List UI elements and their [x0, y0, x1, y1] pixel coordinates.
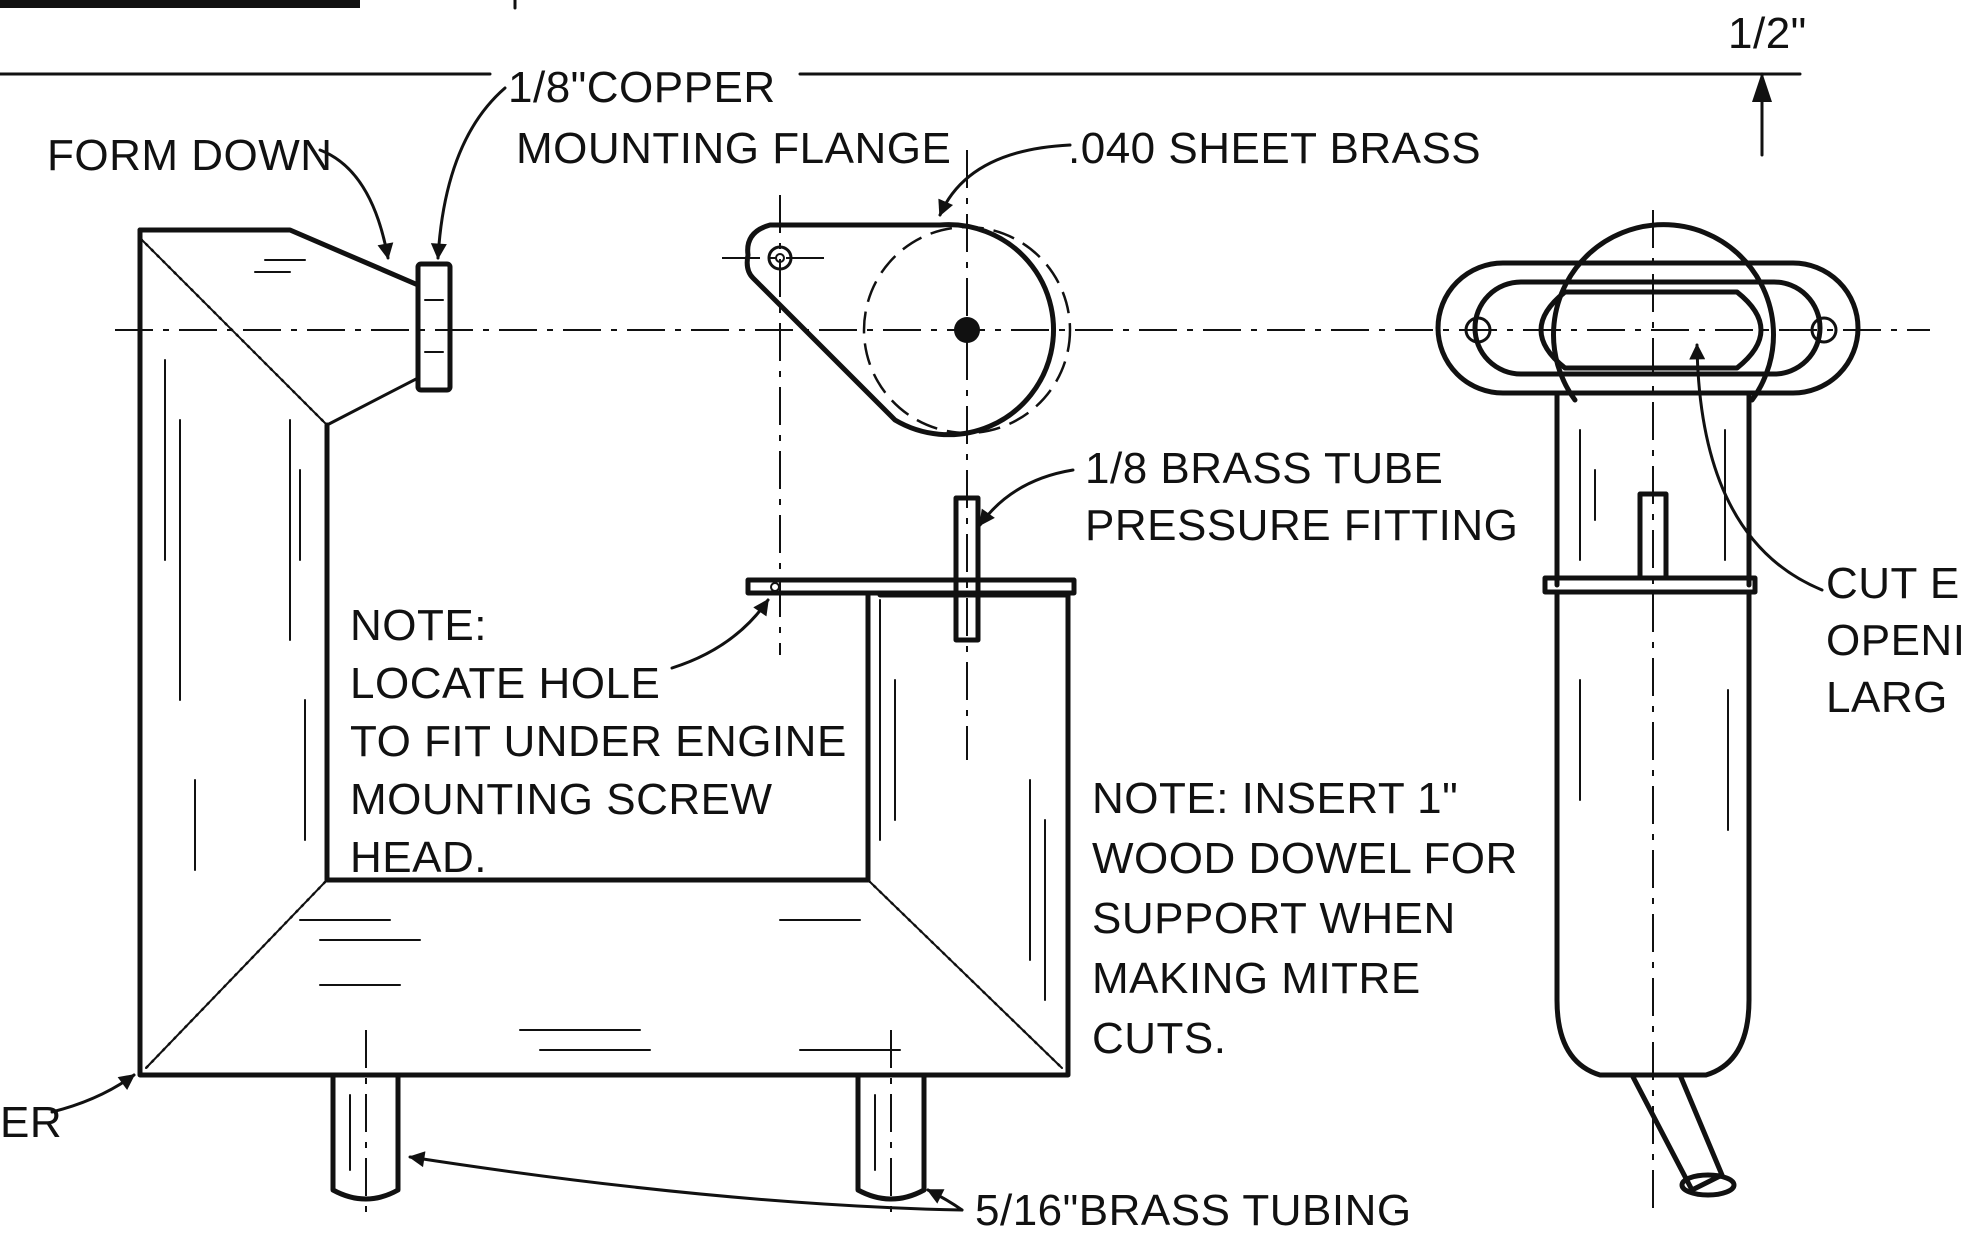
bottom-brass-tubes — [330, 1030, 927, 1215]
shading-strokes — [164, 259, 1046, 1051]
note-hole-label-4: MOUNTING SCREW — [350, 775, 773, 824]
sheet-brass-flange-edge — [745, 577, 1077, 596]
copper-flange-label-1: 1/8"COPPER — [508, 63, 776, 112]
brass-tubing-label: 5/16"BRASS TUBING — [975, 1186, 1412, 1235]
leader-arrows — [50, 86, 1824, 1212]
dimension-arrow-icon — [1752, 72, 1772, 102]
note-dowel-label-2: WOOD DOWEL FOR — [1092, 834, 1518, 883]
note-hole-label-5: HEAD. — [350, 833, 487, 882]
copper-mounting-flange — [415, 261, 453, 393]
dimension-label: 1/2" — [1728, 9, 1807, 58]
muffler-side-view — [137, 150, 1077, 1215]
sheet-brass-label: .040 SHEET BRASS — [1068, 124, 1481, 173]
form-down-label: FORM DOWN — [47, 131, 333, 180]
note-dowel-label-4: MAKING MITRE — [1092, 954, 1421, 1003]
exhaust-opening — [1538, 289, 1764, 371]
note-dowel-label-5: CUTS. — [1092, 1014, 1227, 1063]
cut-label-2: OPENI — [1826, 616, 1962, 665]
pressure-fitting-label-2: PRESSURE FITTING — [1085, 501, 1518, 550]
sheet-brass-plate — [722, 222, 1072, 438]
fitting-hole — [954, 317, 980, 343]
top-fragments — [0, 0, 517, 10]
note-dowel-label-3: SUPPORT WHEN — [1092, 894, 1456, 943]
left-partial-label: ER — [0, 1098, 62, 1147]
end-view-mounting-flange — [1435, 260, 1861, 396]
note-hole-label-2: LOCATE HOLE — [350, 659, 660, 708]
muffler-end-view — [1435, 210, 1861, 1210]
cut-label-1: CUT E — [1826, 559, 1960, 608]
note-hole-label-3: TO FIT UNDER ENGINE — [350, 717, 847, 766]
pressure-fitting-label-1: 1/8 BRASS TUBE — [1085, 444, 1443, 493]
annotation-labels: 1/8"COPPER MOUNTING FLANGE FORM DOWN .04… — [0, 63, 1962, 1235]
note-hole-label-1: NOTE: — [350, 601, 487, 650]
pressure-fitting-tube — [953, 495, 981, 643]
note-dowel-label-1: NOTE: INSERT 1" — [1092, 774, 1458, 823]
copper-flange-label-2: MOUNTING FLANGE — [516, 124, 951, 173]
dimension-line: 1/2" — [0, 9, 1807, 157]
cut-label-3: LARG — [1826, 673, 1948, 722]
